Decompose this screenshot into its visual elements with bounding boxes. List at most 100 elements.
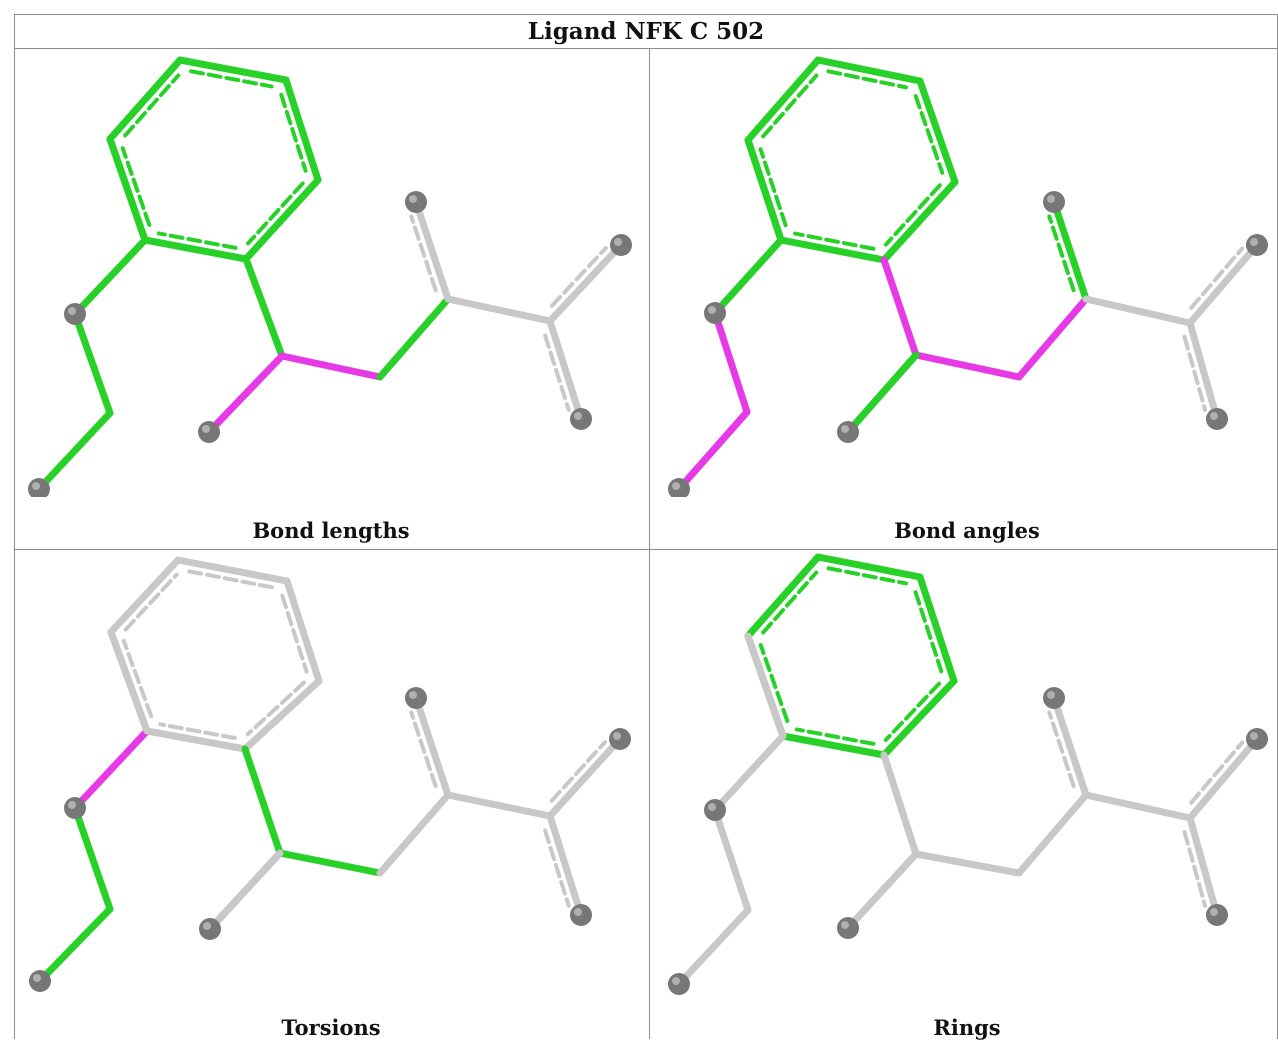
bond-r3-r4 [241,677,323,753]
bond-c1-me [35,409,114,493]
atom-ne [837,917,859,939]
bond-r5-r6-dashed [121,638,154,719]
bond-r2-r3-dashed [279,92,308,173]
atom-me-highlight [672,482,680,490]
atom-o1 [704,302,726,324]
atom-ox1-highlight [1250,732,1258,740]
atom-me [668,973,690,995]
molecule-bond-angles [668,56,1268,497]
atom-od [405,191,427,213]
bond-r3-r4 [880,178,959,264]
bond-cb-ca [278,352,384,381]
bond-ca-cg [376,791,452,877]
bond-c1-me [36,905,114,985]
table-rule-middle [14,549,1278,550]
bond-r6-r1-dashed [123,572,179,632]
atom-ne [198,421,220,443]
atom-ne-highlight [841,425,849,433]
atom-ox1 [1246,234,1268,256]
bond-r3-r4-dashed [883,681,942,742]
bond-cg-c2 [444,791,554,820]
atom-ne-highlight [203,922,211,930]
atom-o1-highlight [68,801,76,809]
bond-r3-r4 [880,677,958,759]
atom-ox2-highlight [574,412,582,420]
bond-cg-c2 [444,295,554,325]
bond-cb-ca [912,850,1023,877]
bond-c2-ox1 [1186,241,1261,327]
bond-r1-r2 [174,556,291,585]
atom-ne [199,918,221,940]
bond-cg-od-dashed [409,710,438,789]
molecule-torsions [29,556,631,992]
atom-ox1-highlight [614,238,622,246]
bond-ne-cb [844,351,920,436]
bond-ne-cb [844,850,920,932]
bond-r6-r5 [744,136,785,244]
atom-me-highlight [672,977,680,985]
bond-r2-r3-dashed [913,94,945,175]
bond-c2-ox2 [546,317,585,423]
atom-ne-highlight [202,425,210,433]
bond-c2-ox1-dashed [1189,740,1245,805]
atom-od-highlight [409,195,417,203]
bond-r5-o1 [71,236,149,318]
bond-r6-r5 [106,135,149,244]
bond-ca-cg [1015,295,1090,381]
bond-r6-r5 [107,628,151,735]
bond-cg-od [412,694,452,799]
atom-od [1043,191,1065,213]
bond-r4-r5 [141,236,250,263]
bond-o1-c1 [711,806,752,914]
bond-r1-r2 [814,553,924,581]
bond-r6-r1 [107,556,182,636]
bond-c2-ox2 [546,812,585,919]
bond-cg-od [412,198,452,303]
atom-ox2-highlight [574,908,582,916]
figure-title: Ligand NFK C 502 [527,17,765,45]
atom-ox1 [610,234,632,256]
atom-me [29,970,51,992]
caption-torsions: Torsions [281,1014,381,1040]
bond-c2-ox2-dashed [543,828,571,908]
bond-r4-r5-dashed [158,722,237,740]
bond-c1-me [675,906,752,988]
bond-r5-o1 [711,236,785,317]
bond-r3-r4-dashed [883,183,942,247]
atom-od-highlight [409,691,417,699]
atom-od [1043,687,1065,709]
bond-r1-r2 [814,56,924,85]
bond-cg-c2 [1082,295,1194,327]
atom-ox2-highlight [1210,908,1218,916]
bond-o1-c1 [71,804,114,913]
caption-bond-lengths: Bond lengths [252,517,410,543]
bond-c2-ox2 [1186,814,1221,919]
bond-r5-o1 [71,727,151,812]
bond-r4-cb [880,256,920,359]
bond-r2-r3 [282,76,322,184]
bond-c2-ox1 [546,735,624,820]
bond-r3-r4-dashed [245,181,305,246]
bond-r6-r1 [106,56,184,143]
atom-ne-highlight [841,921,849,929]
bond-cb-ca [276,849,384,877]
table-rule-title [14,48,1278,49]
bond-r3-r4 [242,176,322,263]
bond-c2-ox2-dashed [543,333,571,412]
panel-bond-lengths [14,49,648,497]
atom-o1 [704,799,726,821]
bond-r6-r1-dashed [761,570,819,635]
atom-ox1-highlight [613,732,621,740]
bond-o1-c1 [711,309,751,416]
bond-cg-c2 [1082,791,1194,822]
bond-r6-r5 [744,632,787,740]
bond-r6-r1-dashed [761,73,819,139]
atom-o1-highlight [708,803,716,811]
bond-cg-od [1050,694,1090,799]
bond-c1-me [675,408,751,493]
table-border-left [14,14,15,1039]
bond-r4-r5-dashed [793,231,876,251]
bond-ca-cg [376,295,452,381]
bond-r5-r6-dashed [120,146,152,227]
atom-me-highlight [32,482,40,490]
